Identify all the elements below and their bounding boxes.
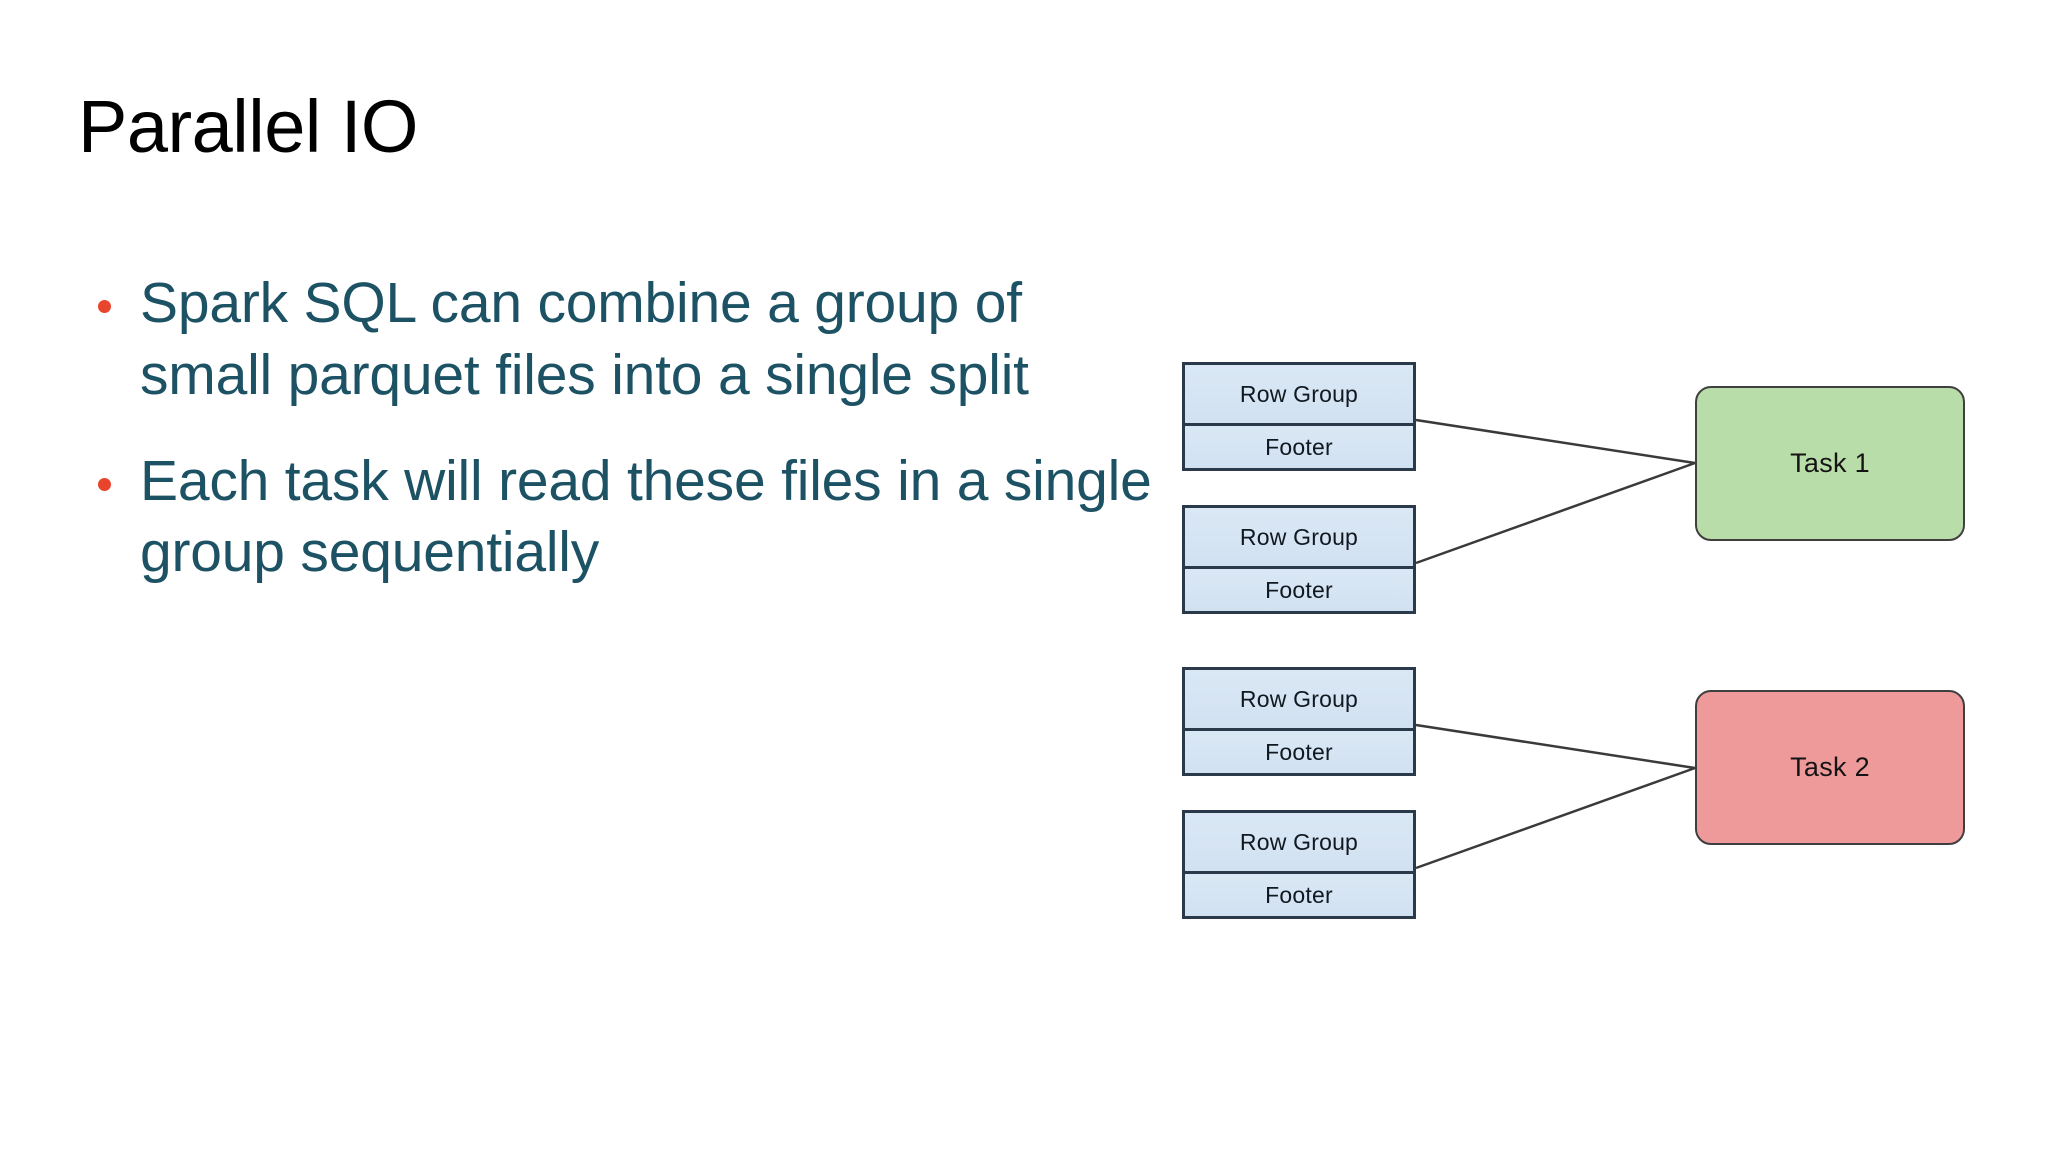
file-box-2[interactable]: Row Group Footer [1182, 505, 1416, 614]
bullet-list: Spark SQL can combine a group of small p… [92, 268, 1152, 589]
file-box-3[interactable]: Row Group Footer [1182, 667, 1416, 776]
row-group-section: Row Group [1185, 813, 1413, 874]
task-label: Task 2 [1790, 752, 1870, 782]
task-box-1[interactable]: Task 1 [1695, 386, 1965, 541]
footer-section: Footer [1185, 569, 1413, 611]
connector-file4-task2 [1415, 766, 1696, 870]
page-title: Parallel IO [78, 85, 418, 168]
row-group-section: Row Group [1185, 365, 1413, 426]
connector-file2-task1 [1415, 461, 1696, 565]
file-box-4[interactable]: Row Group Footer [1182, 810, 1416, 919]
task-box-2[interactable]: Task 2 [1695, 690, 1965, 845]
bullet-text: Each task will read these files in a sin… [140, 448, 1152, 585]
row-group-section: Row Group [1185, 508, 1413, 569]
list-item: Each task will read these files in a sin… [92, 446, 1152, 590]
footer-section: Footer [1185, 731, 1413, 773]
bullet-text: Spark SQL can combine a group of small p… [140, 271, 1029, 407]
footer-section: Footer [1185, 874, 1413, 916]
row-group-section: Row Group [1185, 670, 1413, 731]
footer-section: Footer [1185, 426, 1413, 468]
parallel-io-diagram: Row Group Footer Row Group Footer Row Gr… [1150, 330, 2010, 970]
bullet-marker-icon [98, 300, 111, 313]
bullet-marker-icon [98, 477, 111, 491]
connector-file3-task2 [1415, 723, 1696, 770]
list-item: Spark SQL can combine a group of small p… [92, 268, 1152, 412]
file-box-1[interactable]: Row Group Footer [1182, 362, 1416, 471]
connector-file1-task1 [1415, 418, 1696, 465]
task-label: Task 1 [1790, 448, 1870, 478]
